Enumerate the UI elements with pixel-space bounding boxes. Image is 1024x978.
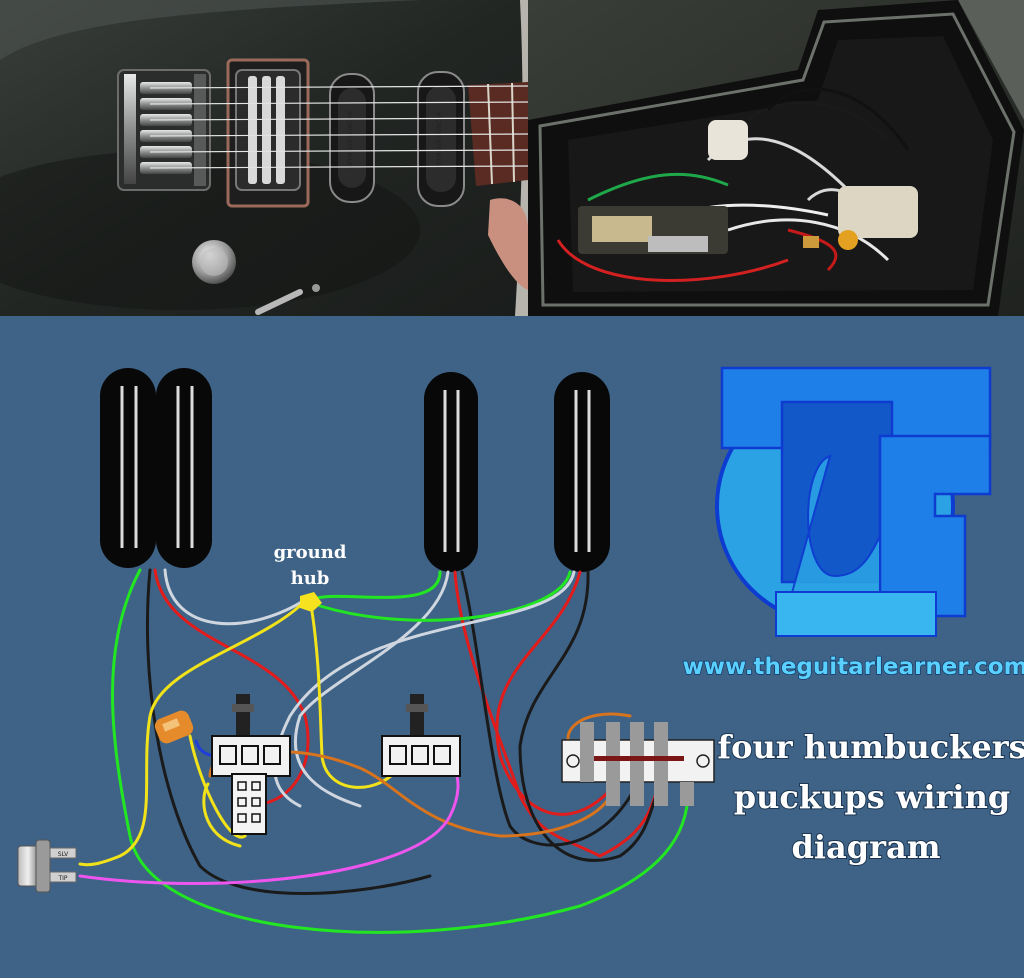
bridge-red-wire bbox=[153, 568, 310, 806]
neck-black-wire bbox=[518, 570, 662, 862]
title-line-2: puckups wiring bbox=[734, 778, 1010, 816]
bridge-humbucker-coil-1 bbox=[100, 368, 156, 568]
title-line-3: diagram bbox=[791, 828, 940, 866]
five-way-selector-switch bbox=[561, 722, 715, 806]
middle-pickup bbox=[424, 372, 478, 572]
output-jack: SLV TIP bbox=[17, 839, 77, 893]
wiring-diagram: ground hub bbox=[0, 316, 1024, 978]
tone-capacitor bbox=[154, 710, 194, 744]
volume-potentiometer bbox=[381, 694, 461, 777]
orange-wire-1 bbox=[246, 750, 612, 838]
control-cavity-photo bbox=[528, 0, 1024, 316]
ground-yellow-wire-4 bbox=[202, 782, 242, 848]
neck-pickup bbox=[554, 372, 610, 572]
title-line-1: four humbuckers bbox=[717, 728, 1024, 766]
pickup-brand-text-2: SEYMOUR DUNCAN bbox=[436, 111, 443, 169]
ground-hub-label-line-2: hub bbox=[291, 568, 330, 589]
ground-yellow-wire-2 bbox=[78, 599, 307, 867]
bridge-humbucker-coil-2 bbox=[156, 368, 212, 568]
site-logo: www.theguitarlearner.com bbox=[682, 366, 1024, 681]
diagram-title: four humbuckers puckups wiring diagram bbox=[716, 727, 1024, 867]
pickup-switch-block bbox=[231, 773, 267, 835]
ground-hub-label-line-1: ground bbox=[274, 542, 347, 563]
neck-white-wire bbox=[273, 570, 576, 808]
jack-sleeve-label: SLV bbox=[58, 851, 69, 858]
site-url-text: www.theguitarlearner.com bbox=[682, 654, 1024, 680]
bridge-white-wire bbox=[163, 568, 310, 626]
middle-green-wire bbox=[308, 570, 442, 603]
bridge-black-wire bbox=[145, 568, 432, 895]
guitar-body-photo: SEYMOUR DUNCAN SEYMOUR DUNCAN bbox=[0, 0, 528, 316]
middle-black-wire bbox=[460, 570, 638, 847]
pickup-brand-text-1: SEYMOUR DUNCAN bbox=[347, 111, 354, 169]
tone-potentiometer bbox=[211, 694, 291, 777]
ground-hub: ground hub bbox=[274, 542, 347, 612]
neck-green-wire bbox=[318, 570, 572, 622]
bridge-green-wire bbox=[111, 568, 690, 934]
jack-tip-label: TIP bbox=[57, 875, 67, 882]
neck-red-wire bbox=[495, 570, 616, 816]
wires bbox=[78, 568, 690, 934]
